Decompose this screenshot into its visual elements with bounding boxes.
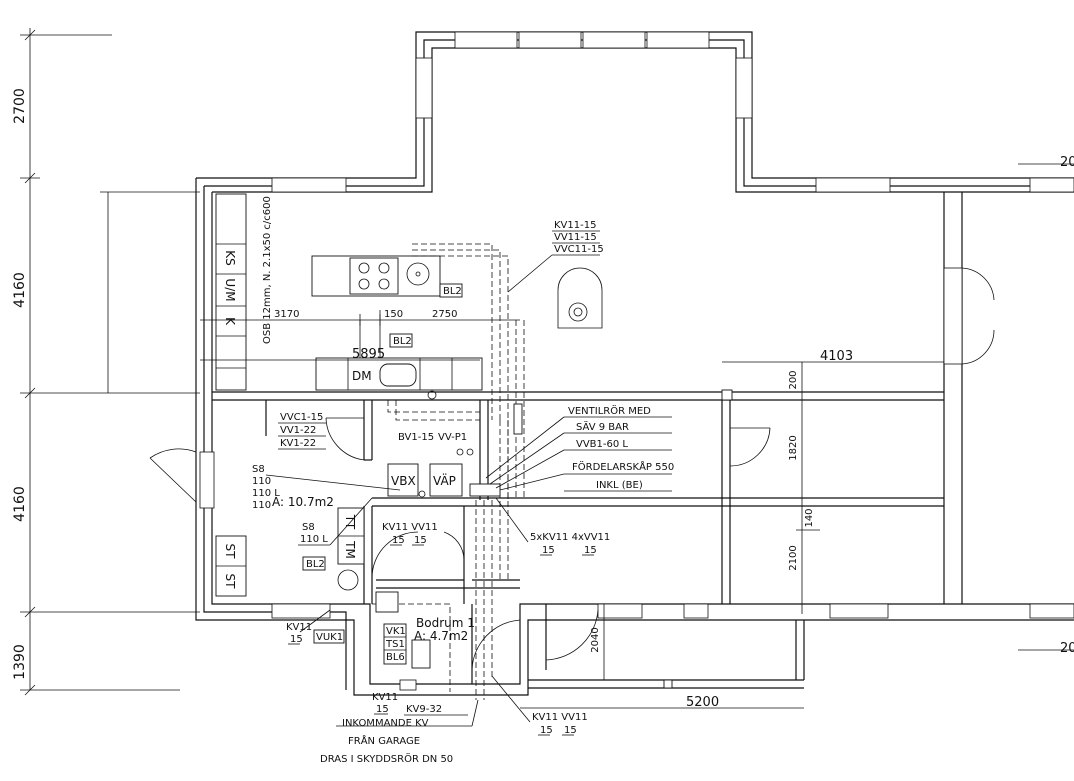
right-note-3: VVB1-60 L xyxy=(576,439,628,450)
wall-note: OSB 12mm, N. 2.1x50 c/c600 xyxy=(262,196,273,344)
note-manifold: 5xKV11 4xVV11 xyxy=(530,532,610,543)
room-bodrum: Bodrum 1 xyxy=(416,616,475,630)
note-s8a-2: 110 xyxy=(252,476,271,487)
note-kvvv-bot-2: 15 xyxy=(564,725,577,736)
dim-left-4: 1390 xyxy=(12,644,28,680)
tag-bl2-b: BL2 xyxy=(393,336,412,347)
note-top-1: KV11-15 xyxy=(554,220,596,231)
dim-5895: 5895 xyxy=(352,347,385,362)
tag-vuk1: VUK1 xyxy=(316,632,343,643)
pipe-runs xyxy=(359,243,525,700)
right-note-5: INKL (BE) xyxy=(596,480,643,491)
note-vvp: VV-P1 xyxy=(438,432,467,443)
dim-4103: 4103 xyxy=(820,349,853,364)
dim-left-1: 2700 xyxy=(12,88,28,124)
tm-label: TM xyxy=(343,540,357,559)
note-s8b-1: S8 xyxy=(302,522,315,533)
windows xyxy=(199,31,1074,691)
dishwasher-label: DM xyxy=(352,369,372,383)
vap-label: VÄP xyxy=(433,473,456,488)
tag-bl2-a: BL2 xyxy=(443,286,462,297)
dim-right-top: 20 xyxy=(1060,155,1074,170)
vbx-label: VBX xyxy=(391,474,416,488)
dim-left-2: 4160 xyxy=(12,272,28,308)
note-top-3: VVC11-15 xyxy=(554,244,604,255)
dim-150: 150 xyxy=(384,309,403,320)
right-note-2: SÄV 9 BAR xyxy=(576,420,629,433)
dim-5200: 5200 xyxy=(686,695,719,710)
dim-2100: 2100 xyxy=(788,545,799,570)
bodrum-room-label: Bodrum 1 A: 4.7m2 xyxy=(414,616,475,643)
tag-ts1: TS1 xyxy=(385,639,405,650)
note-kvvv-a-1: 15 xyxy=(392,535,405,546)
kitchen-label-k: K xyxy=(223,317,237,326)
bottom-notes: INKOMMANDE KV FRÅN GARAGE DRAS I SKYDDSR… xyxy=(320,699,479,765)
tag-bl6: BL6 xyxy=(386,652,405,663)
note-s8a-3: 110 L xyxy=(252,488,280,499)
note-kv9: KV9-32 xyxy=(406,704,442,715)
bottom-note-1: INKOMMANDE KV xyxy=(342,718,429,729)
note-kv11-left-sub: 15 xyxy=(290,634,303,645)
dim-140: 140 xyxy=(804,508,815,527)
pipe-annotations: KV11-15 VV11-15 VVC11-15 VVC1-15 VV1-22 … xyxy=(252,220,610,736)
bottom-note-2: FRÅN GARAGE xyxy=(348,734,420,747)
dim-left-3: 4160 xyxy=(12,486,28,522)
interior-walls xyxy=(212,389,944,689)
kitchen-label-ks: KS xyxy=(223,250,237,266)
dim-3170: 3170 xyxy=(274,309,299,320)
note-s8b-2: 110 L xyxy=(300,534,328,545)
dim-2040: 2040 xyxy=(590,627,601,652)
note-kvvv-a-2: 15 xyxy=(414,535,427,546)
right-note-4: FÖRDELARSKÅP 550 xyxy=(572,460,674,473)
room-bodrum-area: A: 4.7m2 xyxy=(414,629,468,643)
note-kv11-bot: KV11 xyxy=(372,692,398,703)
room-area-1: A: 10.7m2 xyxy=(272,495,334,509)
tag-boxes: BL2 BL2 BL2 VUK1 VK1 TS1 BL6 xyxy=(302,283,463,665)
note-manifold-2: 15 xyxy=(584,545,597,556)
right-notes: VENTILRÖR MED SÄV 9 BAR VVB1-60 L FÖRDEL… xyxy=(485,404,674,492)
dim-200: 200 xyxy=(788,370,799,389)
note-kvvv-a: KV11 VV11 xyxy=(382,522,438,533)
note-kvvv-bot: KV11 VV11 xyxy=(532,712,588,723)
tag-vk1: VK1 xyxy=(386,626,406,637)
note-kvvv-bot-1: 15 xyxy=(540,725,553,736)
utility-fixtures: VBX VÄP TT TM ST ST xyxy=(215,448,474,669)
doors xyxy=(149,267,995,671)
note-kv11-bot-sub: 15 xyxy=(376,704,389,715)
right-note-1: VENTILRÖR MED xyxy=(568,404,651,417)
st-label-2: ST xyxy=(223,574,237,590)
note-kv11-left: KV11 xyxy=(286,622,312,633)
note-s8a-1: S8 xyxy=(252,464,265,475)
note-mid-1: VVC1-15 xyxy=(280,412,323,423)
interior-dimensions: 3170 150 2750 5895 4103 200 1820 140 210… xyxy=(200,155,1074,710)
tt-label: TT xyxy=(343,514,357,530)
left-dimension-chain: 2700 4160 4160 1390 xyxy=(12,28,200,696)
note-s8a-4: 110 xyxy=(252,500,271,511)
note-top-2: VV11-15 xyxy=(554,232,597,243)
bottom-note-3: DRAS I SKYDDSRÖR DN 50 xyxy=(320,752,453,765)
kitchen: KS U/M K DM xyxy=(215,193,603,400)
dim-1820: 1820 xyxy=(788,435,799,460)
st-label-1: ST xyxy=(223,544,237,560)
note-mid-2: VV1-22 xyxy=(280,425,316,436)
note-mid-3: KV1-22 xyxy=(280,438,316,449)
dim-right-bottom: 20 xyxy=(1060,641,1074,656)
note-bv: BV1-15 xyxy=(398,432,434,443)
tag-bl2-c: BL2 xyxy=(306,559,325,570)
kitchen-label-um: U/M xyxy=(223,278,237,301)
note-manifold-1: 15 xyxy=(542,545,555,556)
dim-2750: 2750 xyxy=(432,309,457,320)
